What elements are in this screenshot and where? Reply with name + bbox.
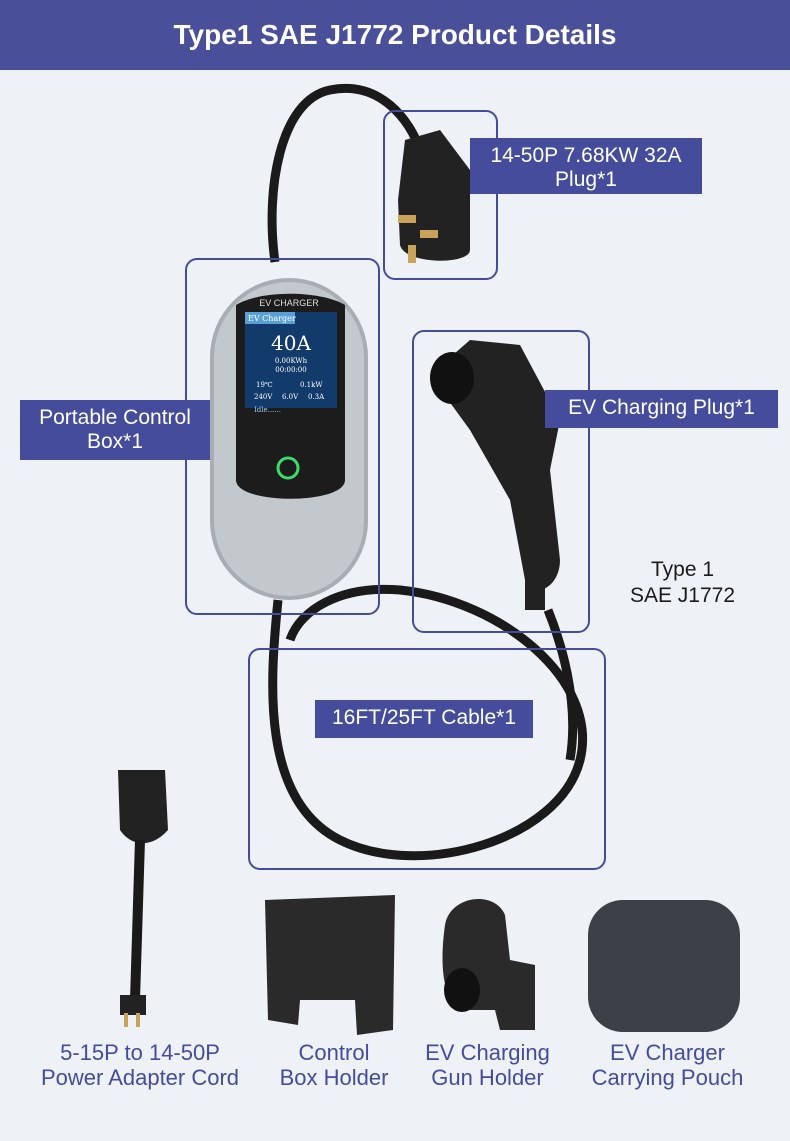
svg-text:00:00:00: 00:00:00: [275, 366, 306, 374]
svg-text:0.1kW: 0.1kW: [300, 381, 323, 389]
nema-plug-icon: [398, 130, 470, 263]
control-box-callout: Portable Control Box*1: [20, 400, 210, 460]
accessory-label-adapter: 5-15P to 14-50P Power Adapter Cord: [40, 1040, 240, 1090]
cable-callout: 16FT/25FT Cable*1: [315, 700, 533, 738]
svg-text:Idle......: Idle......: [254, 406, 281, 414]
screen-current: 40A: [271, 331, 311, 355]
charging-plug-frame: [412, 330, 590, 633]
gun-holder-image: [442, 898, 535, 1030]
svg-text:0.00KWh: 0.00KWh: [275, 357, 308, 365]
pouch-image: [588, 900, 740, 1032]
plug-cable: [267, 84, 425, 263]
svg-text:6.0V: 6.0V: [282, 393, 299, 401]
plug-callout: 14-50P 7.68KW 32A Plug*1: [470, 138, 702, 194]
type-note: Type 1 SAE J1772: [629, 558, 736, 607]
charging-cable: [268, 584, 587, 861]
page-title: Type1 SAE J1772 Product Details: [0, 0, 790, 70]
box-brand-text: EV CHARGER: [259, 298, 319, 308]
power-button-icon: [276, 456, 300, 480]
box-holder-image: [265, 895, 395, 1035]
screen-title: EV Charger: [248, 314, 296, 323]
svg-text:0.3A: 0.3A: [308, 393, 325, 401]
cable-frame: [248, 648, 606, 870]
svg-text:19℃: 19℃: [256, 381, 273, 389]
adapter-cord-image: [118, 770, 168, 1027]
charging-plug-callout: EV Charging Plug*1: [545, 390, 778, 428]
control-box-image: EV CHARGER EV Charger 40A 0.00KWh 00:00:…: [210, 278, 368, 600]
plug-frame: [383, 110, 498, 280]
accessory-label-gun-holder: EV Charging Gun Holder: [425, 1040, 550, 1090]
control-box-frame: [185, 258, 380, 615]
accessory-label-pouch: EV Charger Carrying Pouch: [591, 1040, 744, 1090]
j1772-gun-image: [430, 340, 560, 610]
svg-text:240V: 240V: [254, 393, 273, 401]
accessory-label-box-holder: Control Box Holder: [279, 1040, 389, 1090]
